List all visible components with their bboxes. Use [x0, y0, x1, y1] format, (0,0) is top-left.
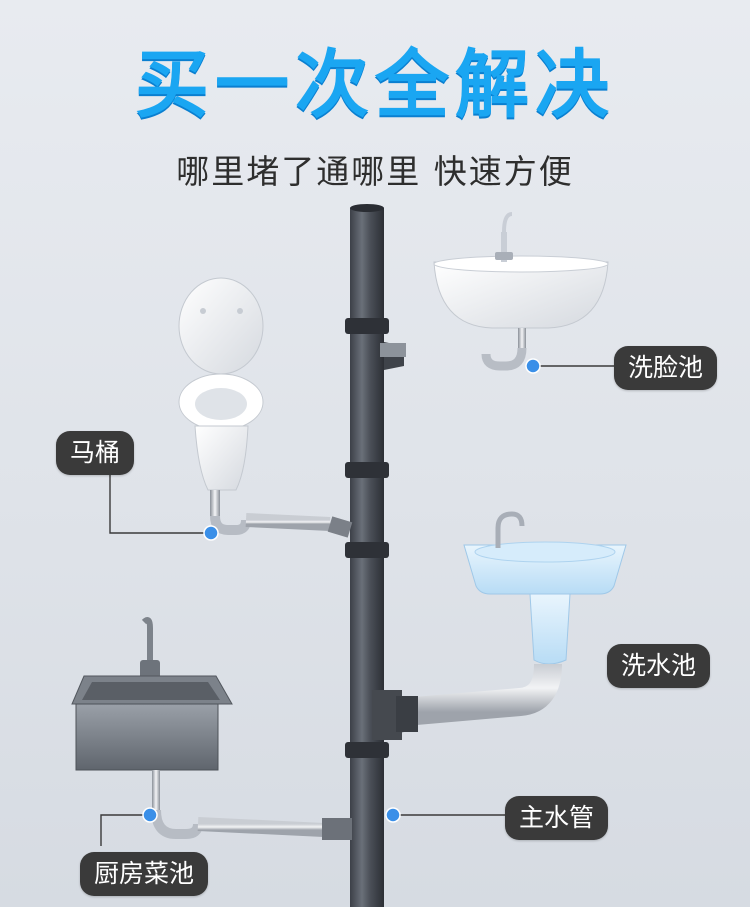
main-pipe: [345, 204, 404, 907]
kitchen-sink-label: 厨房菜池: [80, 852, 209, 896]
toilet-marker: [203, 525, 219, 541]
kitchen-sink-marker: [142, 807, 158, 823]
main-pipe-marker: [385, 807, 401, 823]
main-pipe-label: 主水管: [505, 796, 609, 840]
washbasin-marker: [525, 358, 541, 374]
wash-sink-label: 洗水池: [607, 644, 711, 688]
toilet: [178, 277, 353, 538]
washbasin-label: 洗脸池: [614, 346, 718, 390]
washbasin: [380, 212, 609, 371]
leader-lines: [100, 365, 614, 846]
page-subtitle: 哪里堵了通哪里 快速方便: [176, 152, 574, 191]
toilet-label: 马桶: [56, 431, 135, 475]
wash-sink: [396, 511, 627, 732]
kitchen-sink: [71, 617, 352, 840]
page-title: 买一次全解决: [135, 42, 615, 128]
markers: [142, 358, 541, 823]
